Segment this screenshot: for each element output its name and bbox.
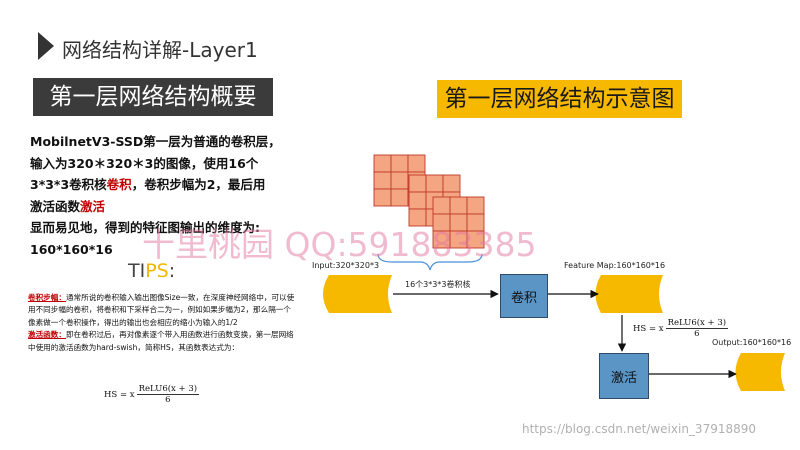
kernel-cell [433,197,450,214]
tips-body: 卷积步幅：通常所说的卷积输入输出图像Size一致，在深度神经网络中，可以使用不同… [28,292,298,354]
input-tensor-icon [323,275,392,313]
watermark-text: 十里桃园 QQ:591883385 [142,218,537,266]
tips-title-a: TI [128,260,145,282]
tips-title-b: PS [145,260,169,282]
formula-fraction: ReLU6(x + 3) 6 [137,384,200,405]
formula-lhs: HS = x [104,390,135,400]
conv-box: 卷积 [500,274,548,318]
formula-denominator: 6 [694,329,699,339]
tips-conv-label: 卷积步幅： [28,293,66,302]
kernel-label: 16个3*3*3卷积核 [405,279,470,290]
tips-title-c: : [169,260,175,282]
kernel-cell [443,175,460,192]
site-watermark: https://blog.csdn.net/weixin_37918890 [522,422,756,436]
kernel-cell [409,192,426,209]
hs-formula-diagram: HS = x ReLU6(x + 3) 6 [633,318,728,339]
formula-numerator: ReLU6(x + 3) [666,318,729,329]
kernel-cell [374,189,391,206]
output-tensor-icon [736,353,786,391]
kernel-cell [467,197,484,214]
tips-act-text: 即在卷积过后，再对像素逐个带入用函数进行函数变换，第一层网络中使用的激活函数为h… [28,330,294,351]
formula-lhs: HS = x [633,324,664,334]
feature-map-label: Feature Map:160*160*16 [564,261,665,270]
tips-title: TIPS: [128,260,175,282]
feature-map-tensor-icon [596,275,664,313]
activation-box: 激活 [599,353,649,399]
kernel-cell [409,175,426,192]
tips-act-label: 激活函数： [28,330,66,339]
formula-fraction: ReLU6(x + 3) 6 [666,318,729,339]
hs-formula-tips: HS = x ReLU6(x + 3) 6 [104,384,199,405]
kernel-cell [391,155,408,172]
kernel-cell [374,172,391,189]
kernel-cell [450,197,467,214]
kernel-cell [426,175,443,192]
formula-denominator: 6 [165,395,170,405]
kernel-cell [391,189,408,206]
formula-numerator: ReLU6(x + 3) [137,384,200,395]
output-label: Output:160*160*16 [712,338,791,347]
tips-conv-text: 通常所说的卷积输入输出图像Size一致，在深度神经网络中，可以使用不同步幅的卷积… [28,293,294,327]
kernel-cell [391,172,408,189]
kernel-cell [408,155,425,172]
kernel-cell [374,155,391,172]
